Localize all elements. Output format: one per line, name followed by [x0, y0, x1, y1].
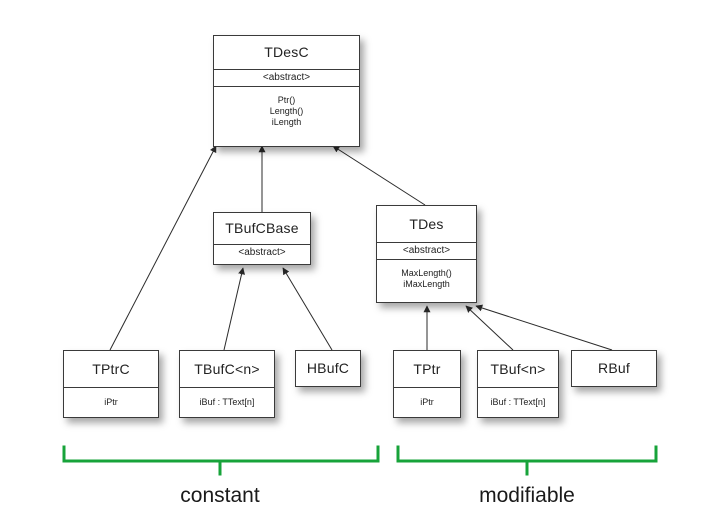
class-tdesc: TDesC <abstract> Ptr() Length() iLength — [213, 35, 360, 147]
divider — [64, 387, 158, 388]
edge-hbufc-tbufcbase — [282, 267, 333, 351]
member-ibuf: iBuf : TText[n] — [199, 397, 255, 407]
class-rbuf: RBuf — [571, 350, 657, 387]
class-tptr: TPtr iPtr — [393, 350, 461, 418]
class-stereotype: <abstract> — [214, 244, 310, 261]
class-members: Ptr() Length() iLength — [214, 87, 359, 128]
group-label-constant: constant — [180, 484, 260, 507]
member-imaxlength: iMaxLength — [403, 279, 450, 289]
edge-tbuf-tdes — [465, 305, 514, 351]
class-stereotype: <abstract> — [214, 69, 359, 87]
member-ilength: iLength — [271, 117, 302, 127]
class-name: HBufC — [306, 360, 350, 376]
class-name: TBuf<n> — [490, 361, 546, 377]
edge-tbufc-tbufcbase — [223, 267, 245, 351]
class-stereotype: <abstract> — [377, 242, 476, 260]
class-members: iPtr — [394, 388, 460, 408]
modifiable-bracket — [396, 445, 658, 476]
edge-tptrc-tdesc — [109, 145, 217, 351]
class-tbufc: TBufC<n> iBuf : TText[n] — [179, 350, 275, 418]
divider — [394, 387, 460, 388]
class-members: iBuf : TText[n] — [478, 388, 558, 408]
class-name: TBufC<n> — [194, 361, 260, 377]
member-maxlength: MaxLength() — [401, 268, 452, 278]
divider — [180, 387, 274, 388]
member-ptr: Ptr() — [277, 95, 296, 105]
class-tbuf: TBuf<n> iBuf : TText[n] — [477, 350, 559, 418]
edge-rbuf-tdes — [475, 304, 613, 351]
class-name: TDesC — [264, 44, 309, 60]
class-members: iPtr — [64, 388, 158, 408]
member-iptr: iPtr — [104, 397, 118, 407]
class-name: TBufCBase — [225, 220, 299, 236]
class-name: RBuf — [598, 360, 630, 376]
class-name: TPtrC — [92, 361, 130, 377]
class-tdes: TDes <abstract> MaxLength() iMaxLength — [376, 205, 477, 303]
constant-bracket — [62, 445, 380, 476]
class-name: TDes — [409, 216, 444, 232]
class-name: TPtr — [413, 361, 441, 377]
member-ibuf: iBuf : TText[n] — [490, 397, 546, 407]
class-tptrc: TPtrC iPtr — [63, 350, 159, 418]
class-members: iBuf : TText[n] — [180, 388, 274, 408]
class-members: MaxLength() iMaxLength — [377, 260, 476, 290]
member-iptr: iPtr — [420, 397, 434, 407]
group-label-modifiable: modifiable — [479, 484, 575, 507]
class-hbufc: HBufC — [295, 350, 361, 387]
class-tbufcbase: TBufCBase <abstract> — [213, 212, 311, 265]
divider — [478, 387, 558, 388]
edge-tdes-tdesc — [332, 145, 426, 206]
member-length: Length() — [269, 106, 304, 116]
